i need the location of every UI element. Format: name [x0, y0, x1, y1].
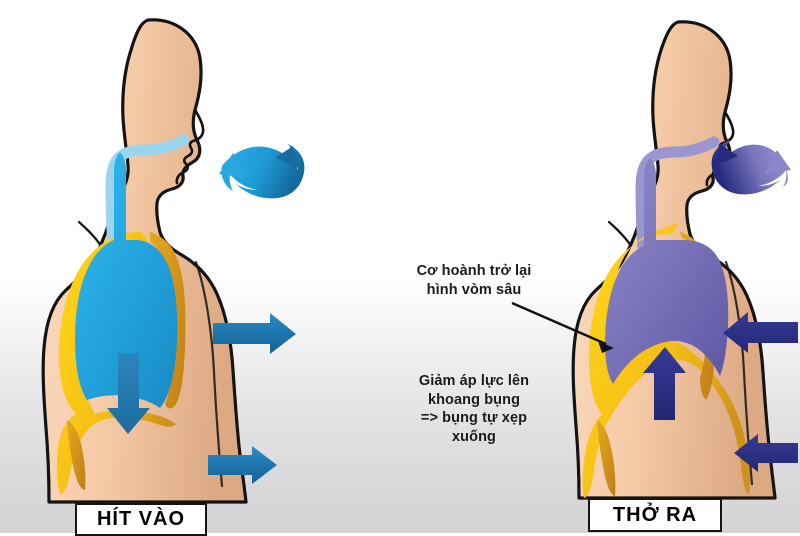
exhale-mouth-arrow-icon: [711, 140, 791, 195]
inhale-diaphragm-down-arrow-icon: [107, 353, 150, 434]
exhale-lung: [605, 158, 729, 384]
inhale-mouth-arrow-icon: [219, 144, 305, 199]
inhale-belly-arrow-icon: [208, 446, 277, 484]
exhale-belly-arrow-icon: [734, 434, 798, 472]
pointer-arrow-icon: [511, 301, 614, 353]
exhale-airway: [635, 136, 720, 256]
inhale-chest-arrow-icon: [213, 313, 296, 354]
phase-label-exhale: THỞ RA: [588, 498, 722, 532]
exhale-chest-arrow-icon: [723, 312, 798, 353]
phase-label-inhale: HÍT VÀO: [75, 503, 207, 536]
inhale-lung: [75, 152, 178, 408]
annotation-abdomen: Giảm áp lực lên khoang bụng => bụng tự x…: [418, 373, 530, 445]
exhale-diaphragm-up-arrow-icon: [643, 347, 686, 420]
annotation-diaphragm: Cơ hoành trở lại hình vòm sâu: [416, 263, 532, 298]
